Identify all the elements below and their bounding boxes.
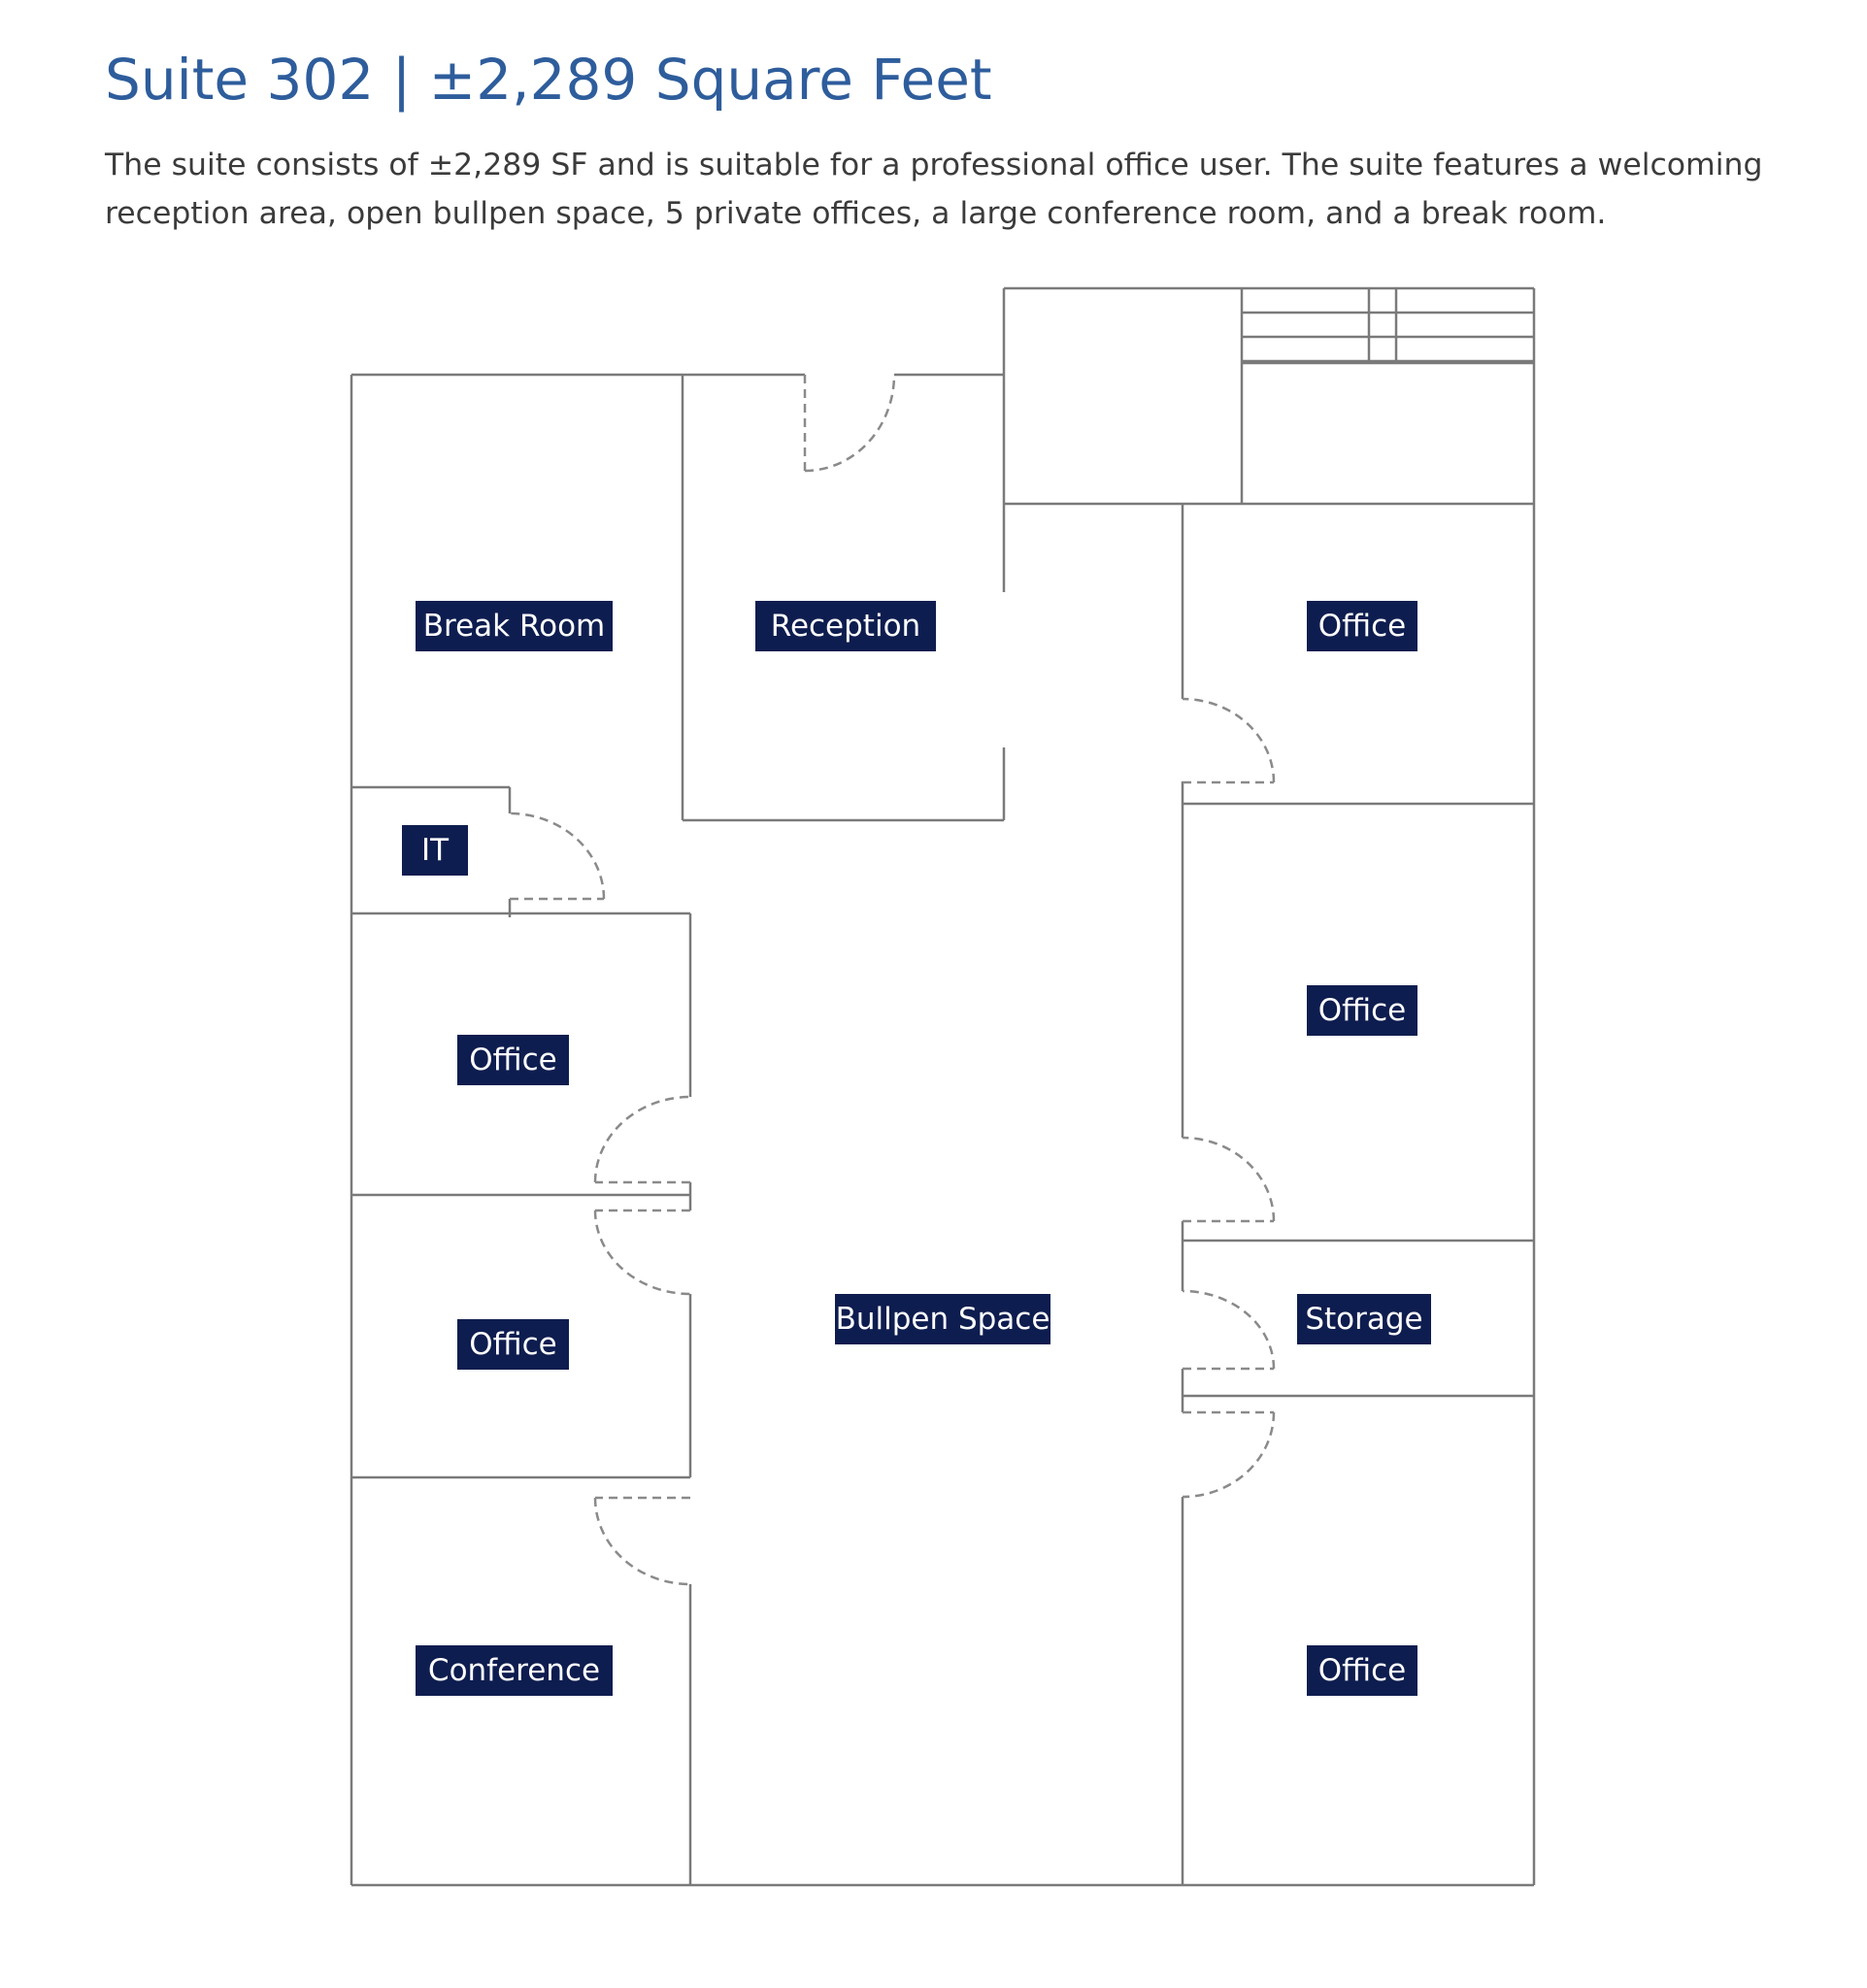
svg-text:Office: Office: [1318, 993, 1407, 1028]
svg-text:Storage: Storage: [1305, 1302, 1422, 1337]
room-label-conference: Conference: [416, 1645, 613, 1696]
page-title: Suite 302 | ±2,289 Square Feet: [105, 47, 992, 113]
room-label-office-top-right: Office: [1307, 601, 1417, 651]
room-label-office-bottom-right: Office: [1307, 1645, 1417, 1696]
room-label-break-room: Break Room: [416, 601, 613, 651]
svg-text:Reception: Reception: [771, 609, 920, 644]
svg-text:Office: Office: [1318, 609, 1407, 644]
suite-description: The suite consists of ±2,289 SF and is s…: [105, 148, 1763, 231]
room-label-storage: Storage: [1297, 1294, 1431, 1344]
room-label-office-right-middle: Office: [1307, 985, 1417, 1036]
walls: [350, 286, 1536, 1887]
room-label-office-left-upper: Office: [457, 1035, 569, 1085]
door-swings: [509, 374, 1276, 1586]
svg-text:Bullpen Space: Bullpen Space: [836, 1302, 1050, 1337]
room-label-reception: Reception: [755, 601, 936, 651]
room-label-bullpen: Bullpen Space: [835, 1294, 1050, 1344]
svg-text:Conference: Conference: [428, 1653, 600, 1688]
room-label-it: IT: [402, 825, 468, 876]
room-labels: Break Room Reception Office IT Office Of…: [402, 601, 1431, 1696]
room-label-office-left-lower: Office: [457, 1319, 569, 1370]
svg-text:Office: Office: [469, 1327, 557, 1362]
svg-text:Break Room: Break Room: [423, 609, 605, 644]
svg-text:IT: IT: [421, 833, 450, 868]
svg-text:Office: Office: [469, 1043, 557, 1077]
svg-text:Office: Office: [1318, 1653, 1407, 1688]
